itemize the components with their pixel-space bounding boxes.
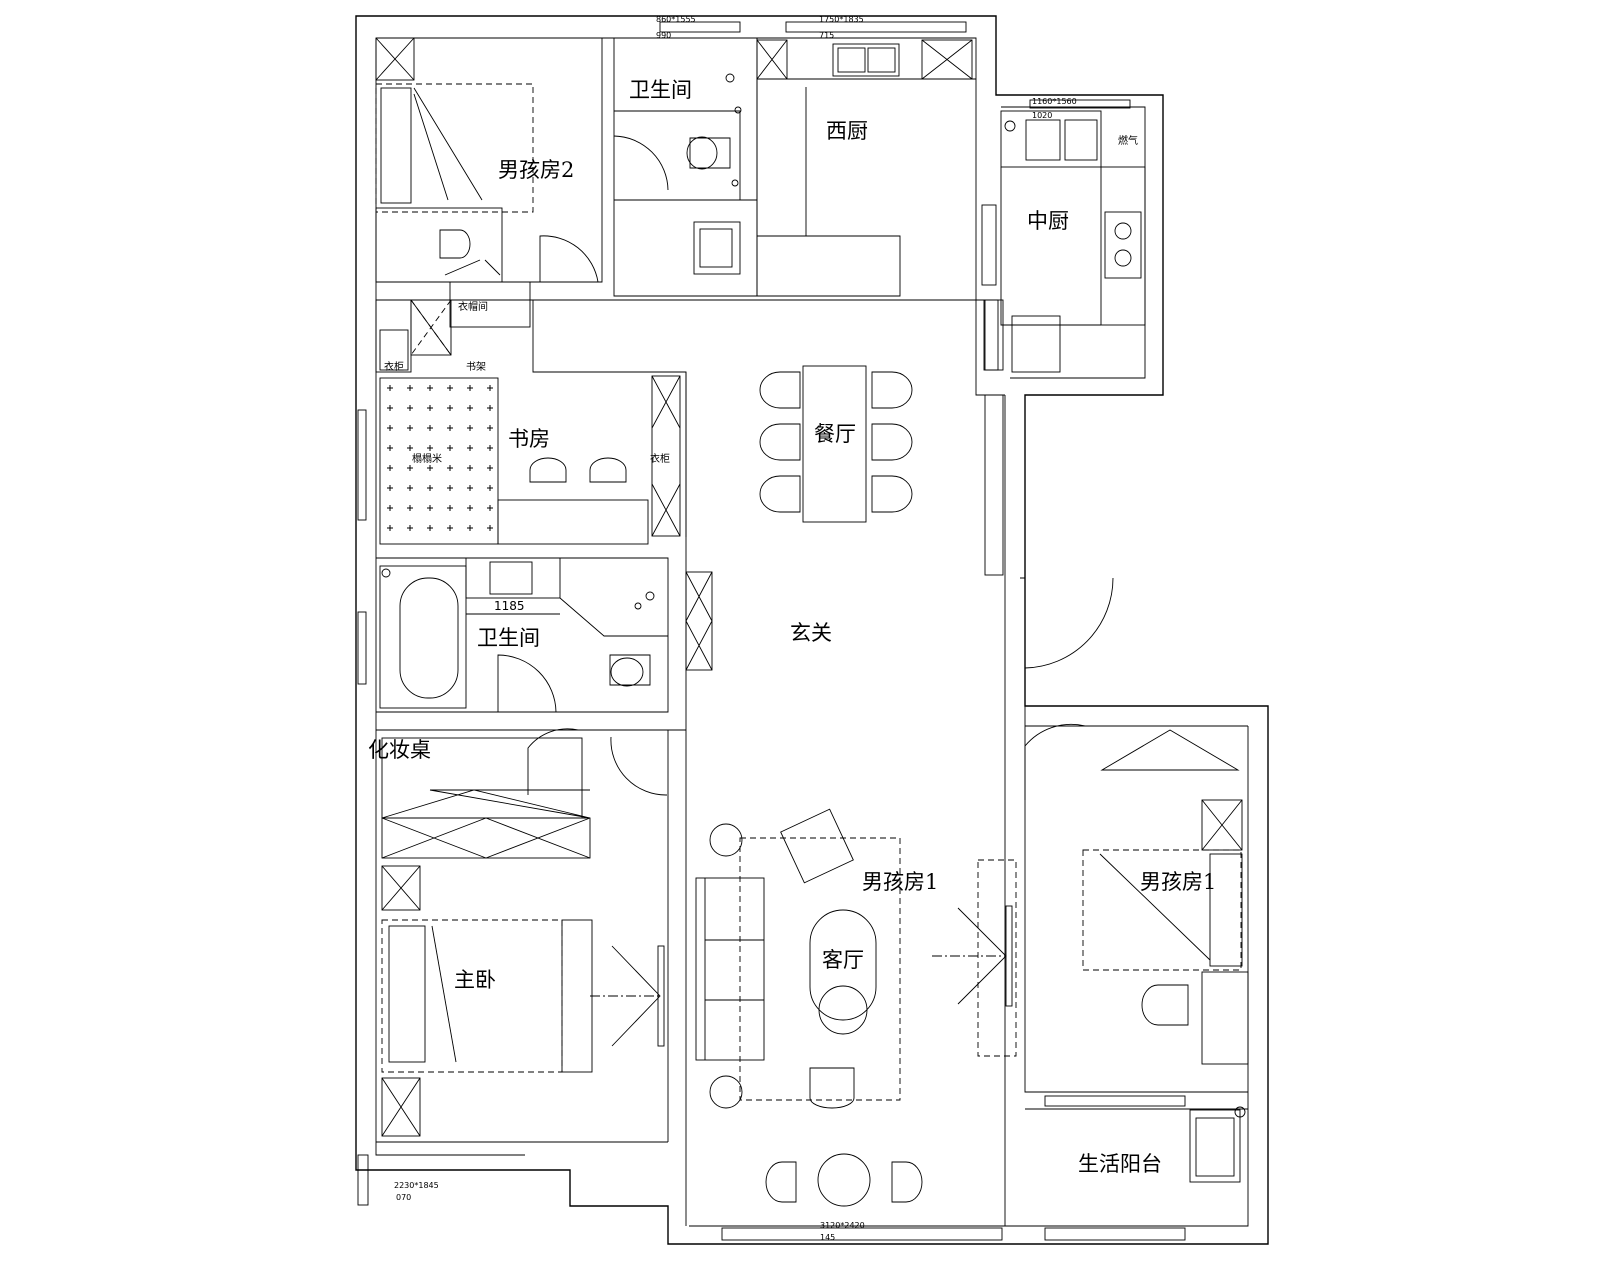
room-labels: 男孩房2 卫生间 西厨 中厨 餐厅 书房 卫生间 玄关 化妆桌 主卧 客厅 男孩… <box>368 78 1216 1176</box>
dim-bath-top-sub: 990 <box>656 31 671 40</box>
label-tatami: 榻榻米 <box>412 452 442 465</box>
dimension-labels: 860*1555 990 1750*1835 715 1160*1560 102… <box>394 15 1077 1242</box>
label-study: 书房 <box>508 427 550 451</box>
label-boys-room-1-left: 男孩房1 <box>862 870 938 894</box>
boys-room-1-furniture <box>1082 729 1249 1183</box>
label-wardrobe-study: 衣柜 <box>650 452 670 465</box>
western-kitchen-counter <box>756 39 973 80</box>
label-master-bedroom: 主卧 <box>454 968 496 992</box>
doors[interactable] <box>497 135 1114 800</box>
bathroom-top-fixtures <box>686 73 742 275</box>
tatami-crosses <box>387 385 493 531</box>
label-wardrobe-left: 衣柜 <box>384 360 404 373</box>
chinese-kitchen-fixtures <box>981 110 1146 373</box>
dim-bath-mid-width: 1185 <box>494 599 525 613</box>
label-cloakroom: 衣帽间 <box>458 300 488 313</box>
small-labels: 衣帽间 衣柜 书架 榻榻米 衣柜 燃气 <box>384 134 1138 465</box>
label-vanity: 化妆桌 <box>368 738 431 762</box>
label-boys-room-1-right: 男孩房1 <box>1140 870 1216 894</box>
living-room-furniture <box>695 808 1017 1207</box>
boys-room-2-furniture <box>375 37 534 328</box>
label-bookshelf: 书架 <box>466 361 486 373</box>
dim-kitchen-window: 1750*1835 <box>819 15 864 24</box>
bathroom-mid-fixtures <box>379 557 713 709</box>
dim-master-sub: 070 <box>396 1193 411 1202</box>
label-bathroom-top: 卫生间 <box>629 78 692 102</box>
label-foyer: 玄关 <box>790 621 832 645</box>
dim-chinese-kitchen-window: 1160*1560 <box>1032 97 1077 106</box>
dim-bath-top-window: 860*1555 <box>656 15 696 24</box>
label-western-kitchen: 西厨 <box>826 119 868 143</box>
master-bedroom-furniture <box>381 737 665 1137</box>
label-chinese-kitchen: 中厨 <box>1027 209 1069 233</box>
label-gas: 燃气 <box>1118 134 1138 147</box>
dim-master-window: 2230*1845 <box>394 1181 439 1190</box>
label-living-room: 客厅 <box>822 948 864 972</box>
label-bathroom-mid: 卫生间 <box>477 626 540 650</box>
dining-set <box>759 365 913 523</box>
dim-living-sub: 145 <box>820 1233 835 1242</box>
label-dining-room: 餐厅 <box>814 422 856 446</box>
tatami-pattern <box>387 385 493 531</box>
label-boys-room-2: 男孩房2 <box>498 158 574 182</box>
dim-living-window: 3120*2420 <box>820 1221 865 1230</box>
study-furniture <box>375 299 681 545</box>
dim-kitchen-sub: 715 <box>819 31 834 40</box>
outer-walls <box>355 15 1269 1245</box>
label-utility-balcony: 生活阳台 <box>1078 1152 1162 1176</box>
dim-chinese-kitchen-sub: 1020 <box>1032 111 1052 120</box>
